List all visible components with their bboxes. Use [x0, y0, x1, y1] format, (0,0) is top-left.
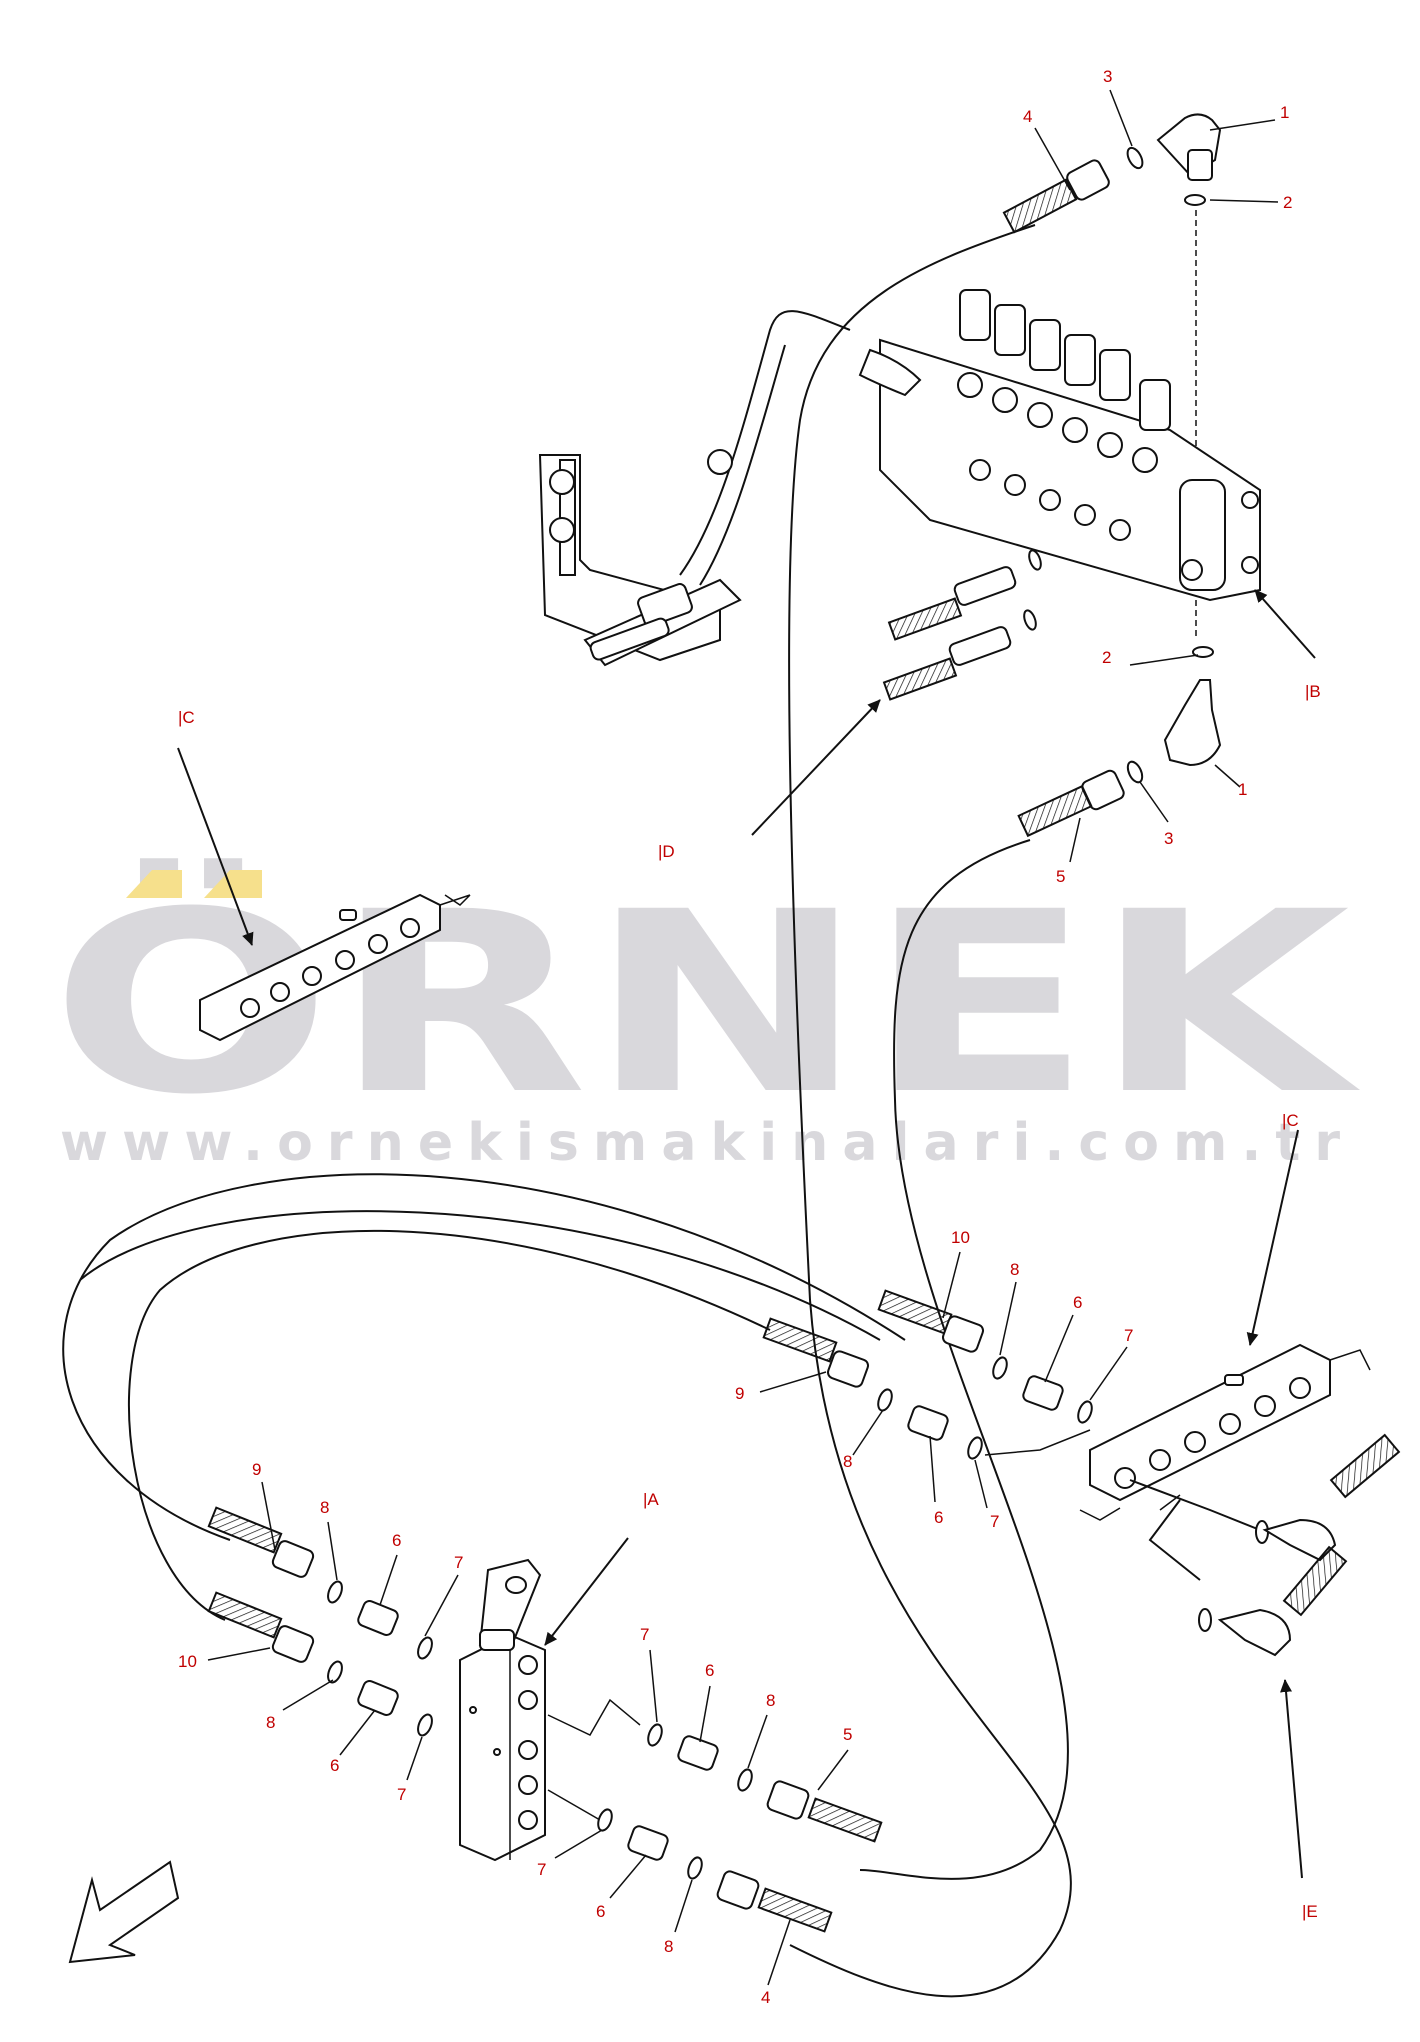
leader-lines — [207, 89, 1279, 1986]
view-label-a: |A — [643, 1490, 659, 1509]
view-label-b: |B — [1305, 682, 1321, 701]
callout-4: 4 — [1023, 107, 1032, 126]
front-direction-arrow — [68, 1860, 180, 1964]
callout-6: 6 — [1073, 1293, 1082, 1312]
callout-1: 1 — [1238, 780, 1247, 799]
callout-7: 7 — [537, 1860, 546, 1879]
callout-6: 6 — [934, 1508, 943, 1527]
view-label-c-right: |C — [1282, 1111, 1299, 1130]
callout-10: 10 — [178, 1652, 197, 1671]
callout-6: 6 — [392, 1531, 401, 1550]
callout-8: 8 — [843, 1452, 852, 1471]
callout-1: 1 — [1280, 103, 1289, 122]
callout-8: 8 — [320, 1498, 329, 1517]
callout-6: 6 — [705, 1661, 714, 1680]
detail-c-right — [1079, 1343, 1401, 1657]
callout-7: 7 — [640, 1625, 649, 1644]
callout-8: 8 — [664, 1937, 673, 1956]
watermark-dot-right — [204, 870, 262, 898]
callout-3: 3 — [1103, 67, 1112, 86]
callout-4: 4 — [761, 1988, 770, 2007]
callout-7: 7 — [990, 1512, 999, 1531]
callout-8: 8 — [766, 1691, 775, 1710]
callout-5: 5 — [1056, 867, 1065, 886]
callout-10: 10 — [951, 1228, 970, 1247]
callout-2: 2 — [1102, 648, 1111, 667]
callout-7: 7 — [397, 1785, 406, 1804]
left-fitting-group — [207, 1506, 433, 1737]
right-fitting-group — [762, 1289, 1093, 1460]
mid-fitting-group — [1017, 646, 1222, 838]
view-label-d: |D — [658, 842, 675, 861]
callout-8: 8 — [266, 1713, 275, 1732]
callout-6: 6 — [596, 1902, 605, 1921]
view-arrows — [177, 589, 1316, 1879]
view-label-e: |E — [1302, 1902, 1318, 1921]
valve-sections — [858, 289, 1261, 602]
view-label-c-left: |C — [178, 708, 195, 727]
callout-8: 8 — [1010, 1260, 1019, 1279]
watermark-dot-left — [126, 870, 182, 898]
callout-5: 5 — [843, 1725, 852, 1744]
hose-routes — [62, 224, 1072, 1998]
callout-2: 2 — [1283, 193, 1292, 212]
bottom-fitting-group — [597, 1723, 883, 1933]
callout-9: 9 — [252, 1460, 261, 1479]
callout-6: 6 — [330, 1756, 339, 1775]
callout-9: 9 — [735, 1384, 744, 1403]
detail-c-left — [199, 893, 471, 1042]
detail-a-block — [459, 1558, 641, 1862]
callout-numbers: 1 2 3 4 2 1 3 5 10 8 6 7 9 8 6 7 9 8 6 7… — [178, 67, 1292, 2007]
top-fitting-group — [1002, 113, 1222, 640]
callout-7: 7 — [454, 1553, 463, 1572]
callout-7: 7 — [1124, 1326, 1133, 1345]
callout-3: 3 — [1164, 829, 1173, 848]
control-valve-assembly — [538, 289, 1261, 701]
